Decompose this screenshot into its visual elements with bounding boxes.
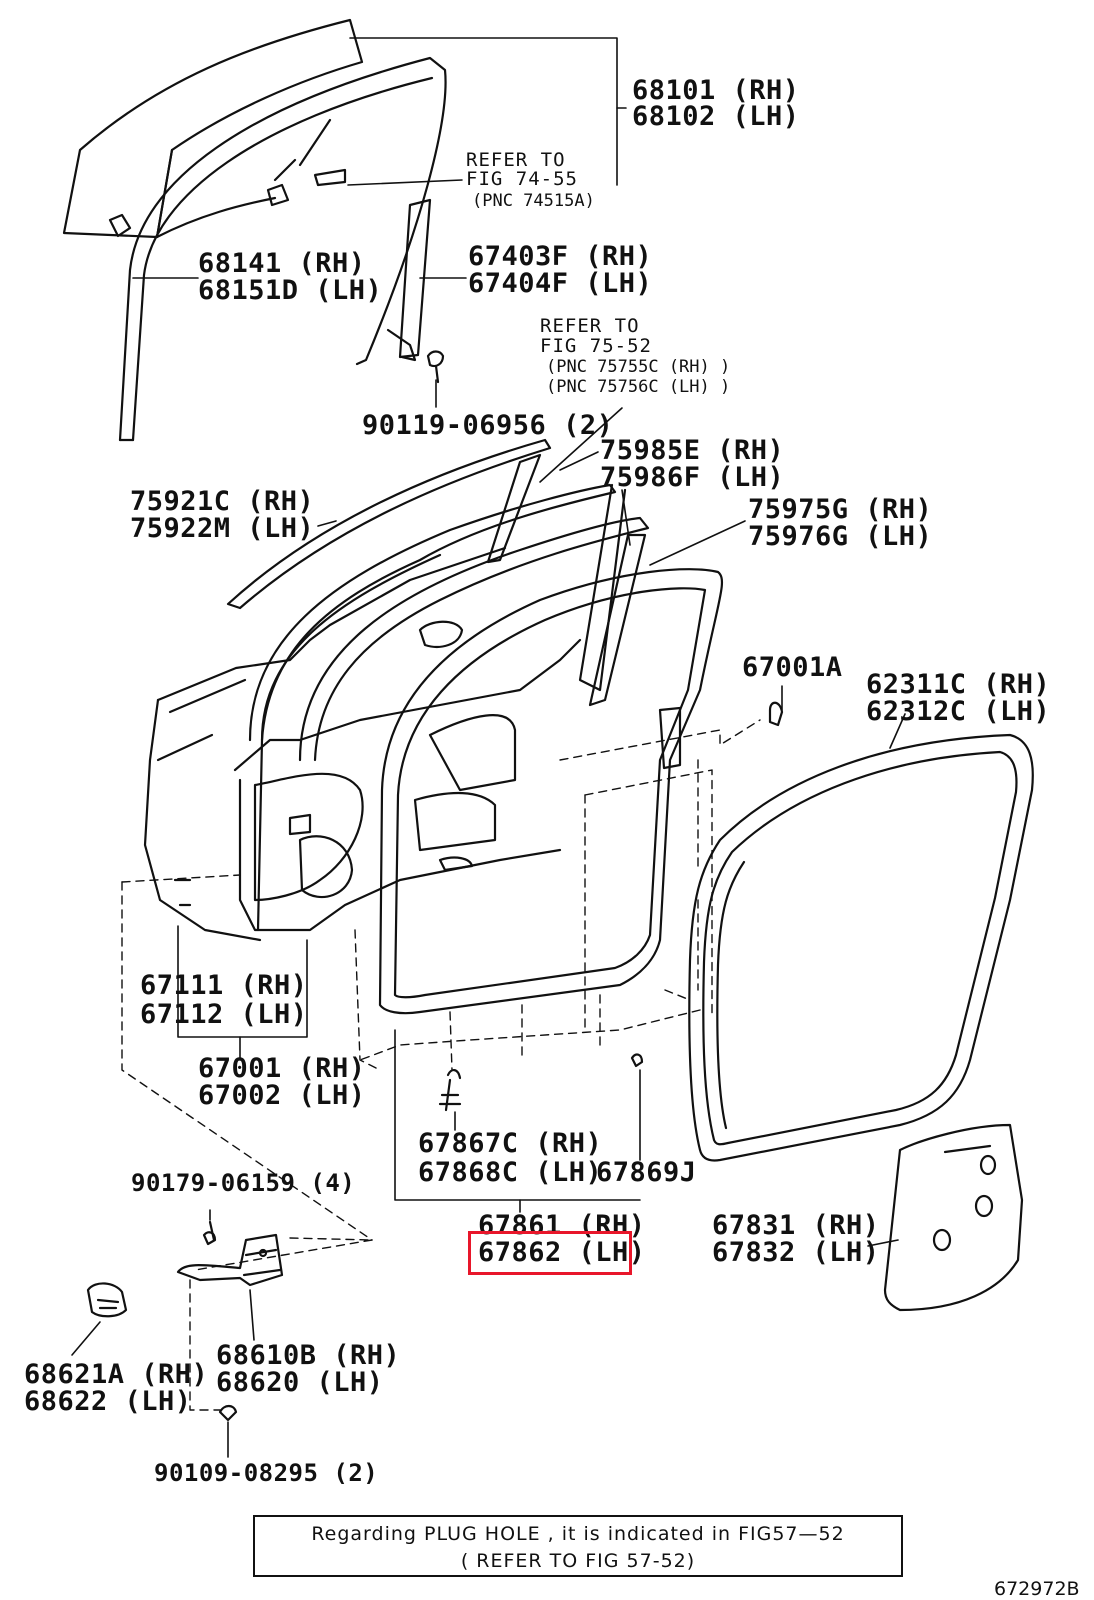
part-label-67867c[interactable]: 67867C (RH) [418,1128,603,1159]
refer-fig75-line1: REFER TO [540,315,640,337]
selected-part-highlight [468,1231,632,1275]
part-label-67862[interactable]: 67862 (LH) [478,1237,646,1268]
part-label-90179[interactable]: 90179-06159 (4) [131,1169,356,1197]
part-label-68610b[interactable]: 68610B (RH) [216,1340,401,1371]
part-label-68141[interactable]: 68141 (RH) [198,248,366,279]
hinge-bracket-shape [86,1282,128,1318]
part-label-68101[interactable]: 68101 (RH) [632,75,800,106]
plug-hole-note: Regarding PLUG HOLE , it is indicated in… [253,1515,903,1577]
part-label-67111[interactable]: 67111 (RH) [140,970,308,1001]
service-hole-cover-shape [883,1123,1024,1312]
refer-fig74-line1: REFER TO [466,149,566,171]
rear-lower-sash-shape [386,198,445,384]
part-label-75985e[interactable]: 75985E (RH) [600,435,785,466]
part-label-62311c[interactable]: 62311C (RH) [866,669,1051,700]
part-label-67001[interactable]: 67001 (RH) [198,1053,366,1084]
part-label-67002[interactable]: 67002 (LH) [198,1080,366,1111]
part-label-68621a[interactable]: 68621A (RH) [24,1359,209,1390]
note-line-1: Regarding PLUG HOLE , it is indicated in… [311,1523,845,1545]
door-weatherstrip-shape [248,483,650,932]
part-label-75975g[interactable]: 75975G (RH) [748,494,933,525]
part-label-67868c[interactable]: 67868C (LH) [418,1157,603,1188]
door-panel-shape [143,546,507,942]
part-label-67404f[interactable]: 67404F (LH) [468,268,653,299]
door-inner-panel-shape [233,620,582,932]
leader-lines [71,37,906,1458]
part-label-67112[interactable]: 67112 (LH) [140,999,308,1030]
part-label-68622[interactable]: 68622 (LH) [24,1386,192,1417]
phantom-lines [121,719,761,1411]
refer-fig75-line3: (PNC 75755C (RH) ) [546,357,731,377]
part-label-62312c[interactable]: 62312C (LH) [866,696,1051,727]
part-label-67001a[interactable]: 67001A [742,652,843,683]
part-label-75986f[interactable]: 75986F (LH) [600,462,785,493]
part-label-67832[interactable]: 67832 (LH) [712,1237,880,1268]
part-label-68151d[interactable]: 68151D (LH) [198,275,383,306]
refer-fig75-line2[interactable]: FIG 75-52 [540,335,652,357]
part-label-75922m[interactable]: 75922M (LH) [130,513,315,544]
refer-fig74-line2[interactable]: FIG 74-55 [466,168,578,190]
door-glass-shape [62,18,364,239]
part-label-68102[interactable]: 68102 (LH) [632,101,800,132]
part-label-90119[interactable]: 90119-06956 (2) [362,410,614,441]
part-label-67869j[interactable]: 67869J [596,1157,697,1188]
figure-id: 672972B [994,1578,1080,1600]
part-label-67403f[interactable]: 67403F (RH) [468,241,653,272]
part-label-68620[interactable]: 68620 (LH) [216,1367,384,1398]
note-line-2[interactable]: ( REFER TO FIG 57-52) [460,1550,696,1572]
refer-fig74-line3: (PNC 74515A) [472,191,595,211]
belt-moulding-shape [226,438,552,610]
part-label-75921c[interactable]: 75921C (RH) [130,486,315,517]
door-check-shape [176,1220,284,1422]
part-label-67861[interactable]: 67861 (RH) [478,1210,646,1241]
opening-trim-seal-shape [688,733,1034,1162]
glass-run-channel-shape [118,56,447,442]
refer-fig75-line4: (PNC 75756C (LH) ) [546,377,731,397]
part-label-75976g[interactable]: 75976G (LH) [748,521,933,552]
opening-weatherstrip-shape [378,568,784,1015]
part-label-90109[interactable]: 90109-08295 (2) [154,1459,379,1487]
clip-shape [438,1053,644,1112]
part-label-67831[interactable]: 67831 (RH) [712,1210,880,1241]
